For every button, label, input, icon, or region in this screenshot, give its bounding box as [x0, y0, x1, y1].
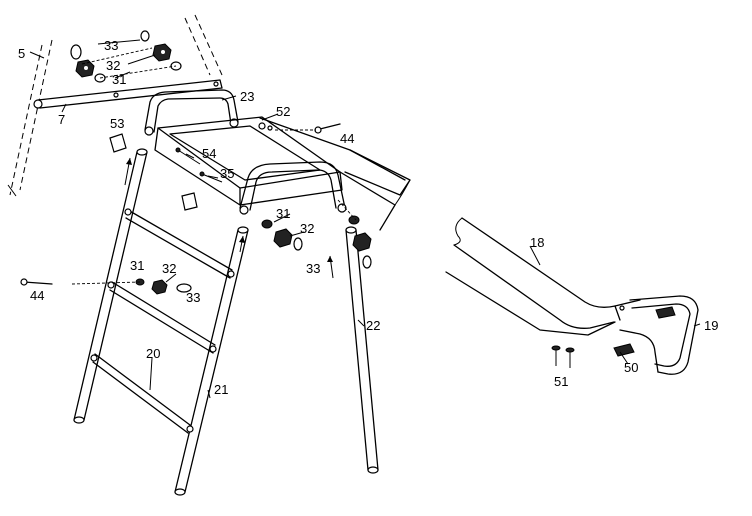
front-handle-loop: [239, 161, 347, 215]
callout-33: 33: [186, 290, 200, 305]
callout-44: 44: [340, 131, 354, 146]
frame-dashed-guides: [7, 14, 223, 197]
callout-52: 52: [276, 104, 290, 119]
callout-32: 32: [300, 221, 314, 236]
callout-31: 31: [130, 258, 144, 273]
screws-part-51: [551, 345, 575, 368]
hardware-middle: [20, 123, 372, 295]
ladder-rungs-part-20: [90, 208, 235, 434]
callout-31: 31: [112, 72, 126, 87]
ladder-rails: [73, 148, 379, 496]
callout-51: 51: [554, 374, 568, 389]
assembly-arrows: [124, 157, 334, 279]
callout-33: 33: [306, 261, 320, 276]
handrail-part-23: [144, 89, 239, 136]
callout-53: 53: [110, 116, 124, 131]
callout-22: 22: [366, 318, 380, 333]
callout-31: 31: [276, 206, 290, 221]
callout-labels: 5 33 32 31 7 23 52 53 44 54 35 31 32 33 …: [18, 38, 718, 397]
callout-20: 20: [146, 346, 160, 361]
callout-5: 5: [18, 46, 25, 61]
crossbar-part-7: [33, 79, 223, 109]
callout-21: 21: [214, 382, 228, 397]
callout-32: 32: [162, 261, 176, 276]
callout-44: 44: [30, 288, 44, 303]
callout-18: 18: [530, 235, 544, 250]
callout-leaders: [29, 39, 701, 399]
slide-lower-part-18: [445, 217, 641, 336]
callout-32: 32: [106, 58, 120, 73]
end-cap-part-33: [70, 44, 82, 60]
hardware-top-left: [70, 30, 182, 83]
platform-part-52: [154, 116, 343, 206]
callout-7: 7: [58, 112, 65, 127]
slide-upper-section: [259, 117, 411, 231]
bracket-part-53: [109, 133, 127, 153]
callout-54: 54: [202, 146, 216, 161]
callout-19: 19: [704, 318, 718, 333]
callout-50: 50: [624, 360, 638, 375]
pad-part-50: [613, 343, 635, 357]
callout-23: 23: [240, 89, 254, 104]
callout-35: 35: [220, 166, 234, 181]
exit-rail-part-19: [613, 295, 699, 375]
callout-33: 33: [104, 38, 118, 53]
